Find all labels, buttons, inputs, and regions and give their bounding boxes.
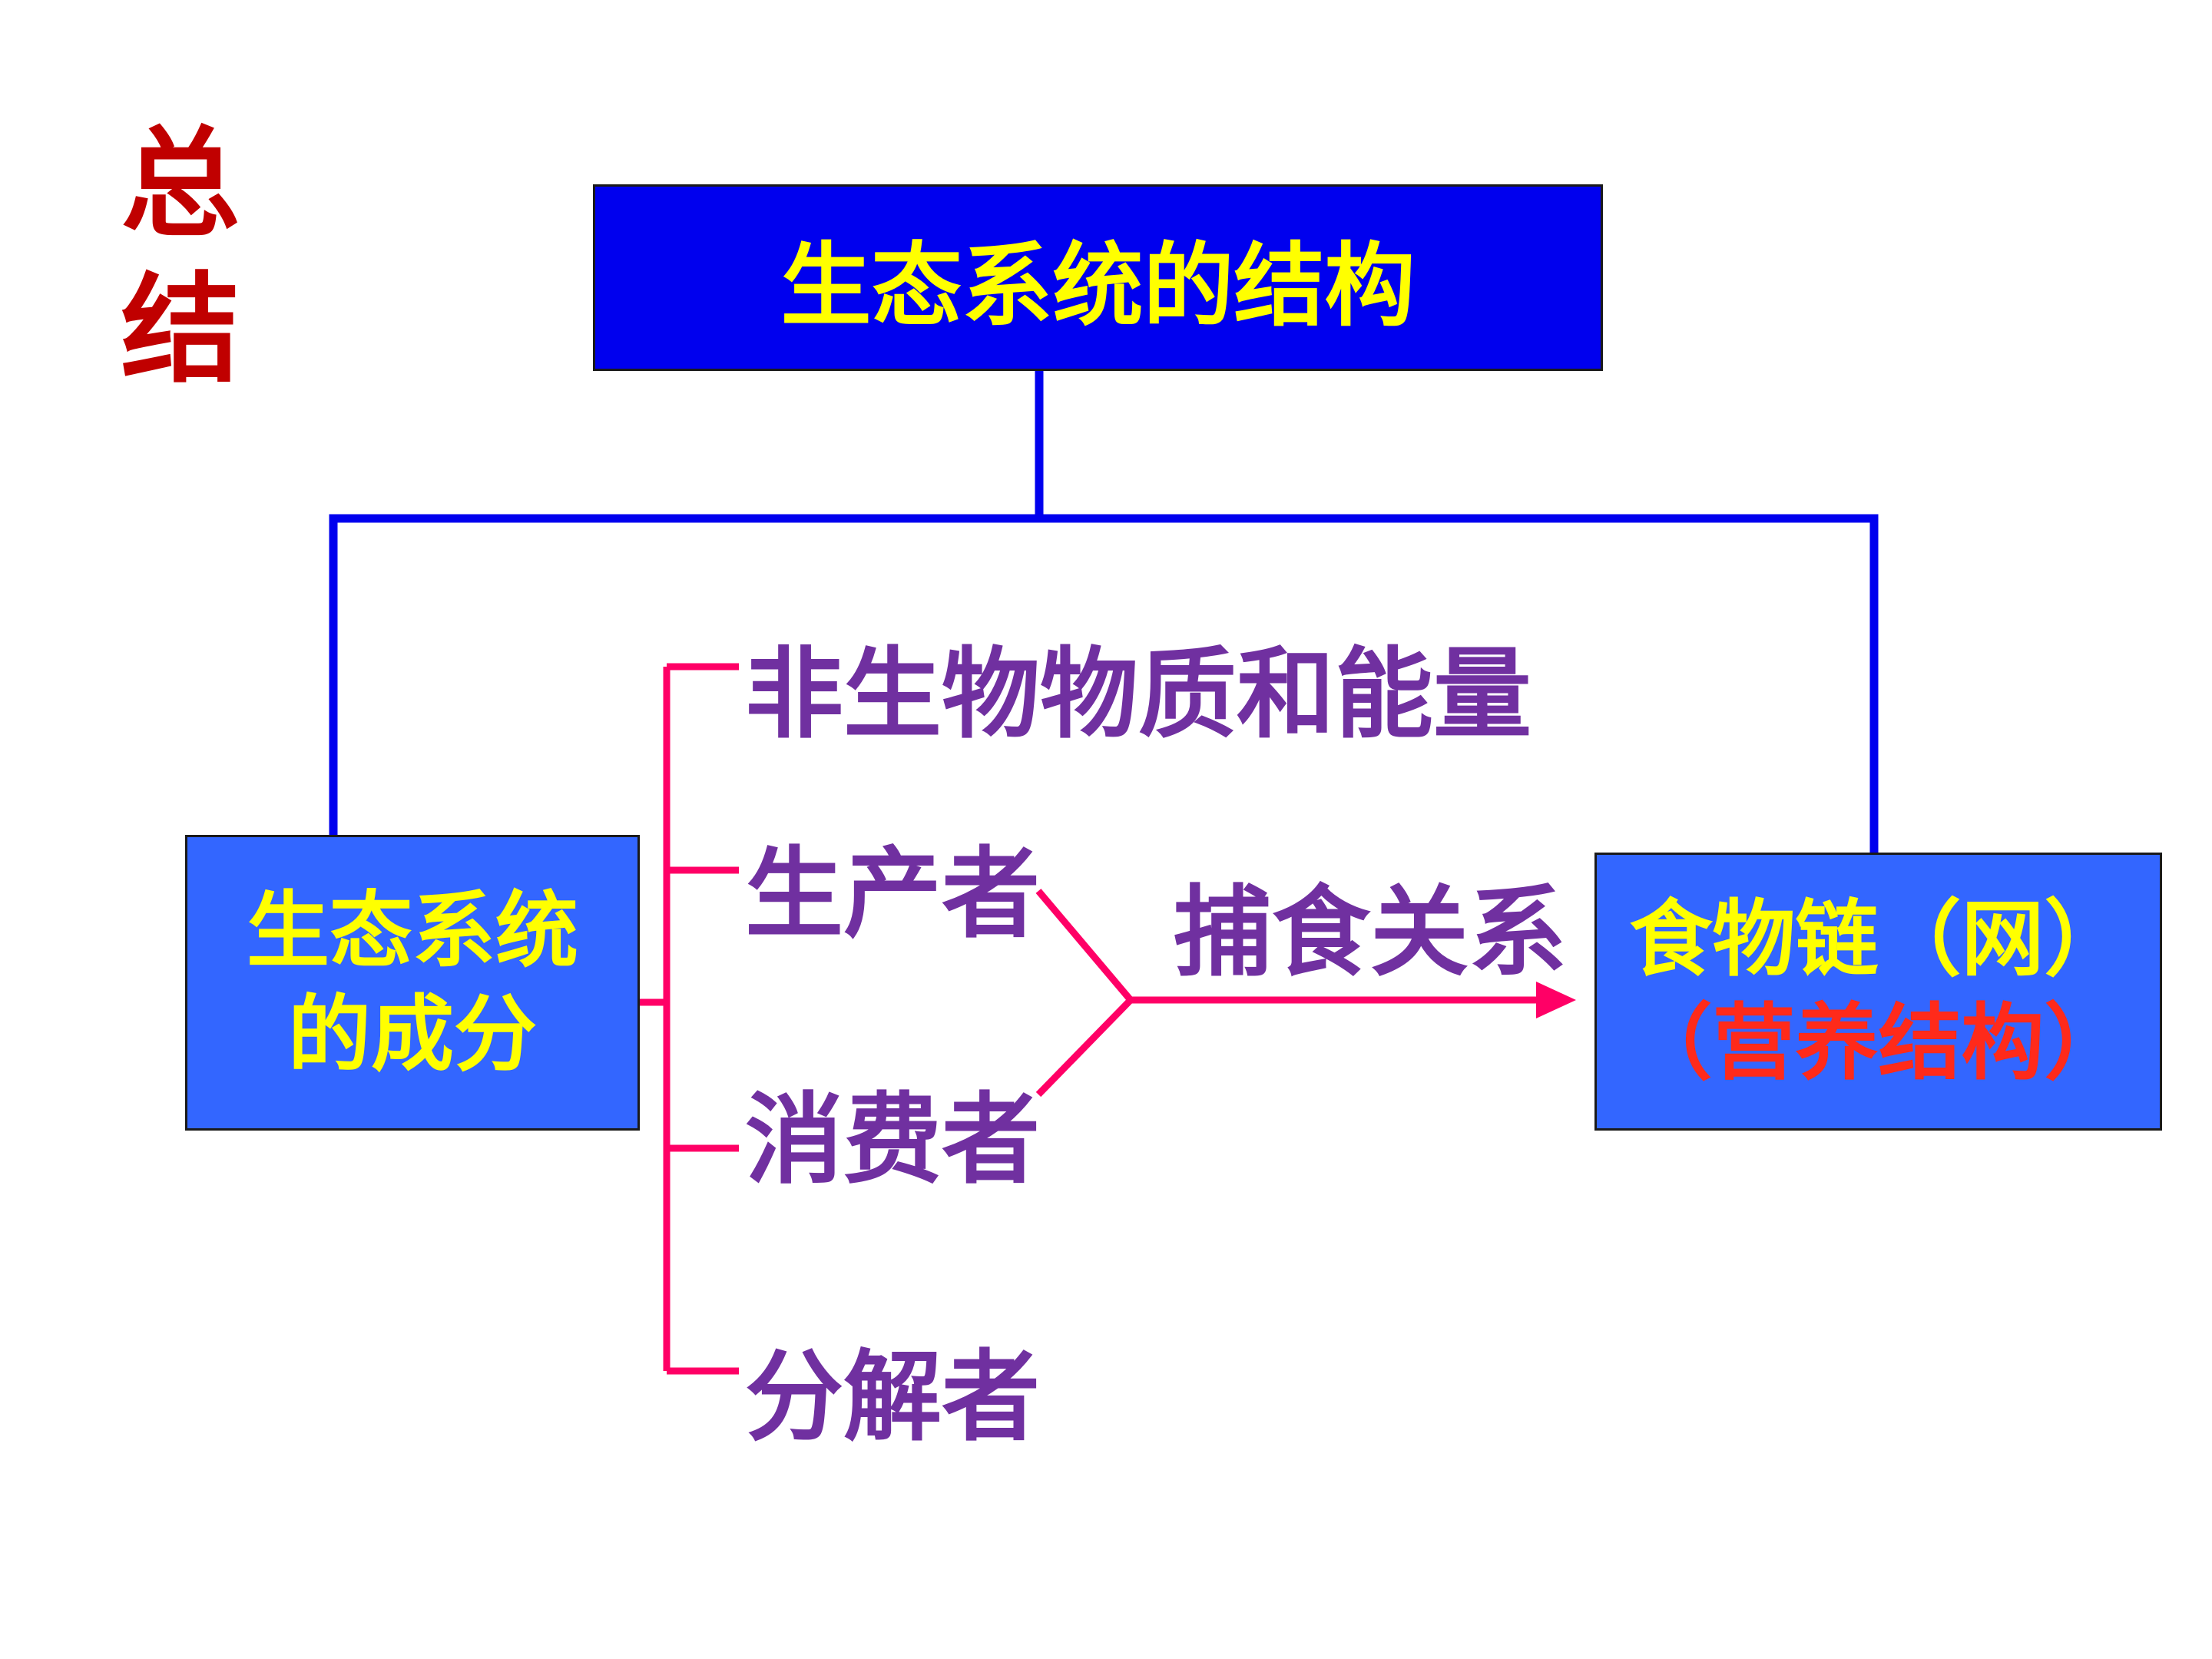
component-abiotic: 非生物物质和能量 [745,637,1532,752]
summary-title-char-1: 总 [121,114,240,253]
ecosystem-components-line-1: 生态系统 [246,882,578,979]
food-chain-label: 食物链（网） [1629,892,2128,988]
trophic-structure-label: （营养结构） [1629,995,2128,1091]
ecosystem-components-box: 生态系统 的成分 [185,835,640,1131]
ecosystem-structure-box: 生态系统的结构 [593,184,1603,371]
consumer-link-line [1035,997,1134,1098]
tree-connectors [329,366,1879,857]
components-bracket [640,663,739,1375]
predation-arrowhead [1536,982,1576,1018]
food-chain-box: 食物链（网） （营养结构） [1594,853,2162,1131]
ecosystem-components-line-2: 的成分 [287,986,537,1083]
component-producers: 生产者 [745,837,1041,952]
predation-relation-label: 捕食关系 [1174,876,1568,990]
summary-title-char-2: 结 [121,260,240,399]
predation-connectors [1035,889,1544,1098]
component-consumers: 消费者 [745,1083,1041,1197]
ecosystem-structure-label: 生态系统的结构 [780,233,1416,339]
summary-title: 总 结 [115,111,246,403]
producer-link-line [1035,889,1134,1002]
component-decomposers: 分解者 [745,1340,1041,1455]
